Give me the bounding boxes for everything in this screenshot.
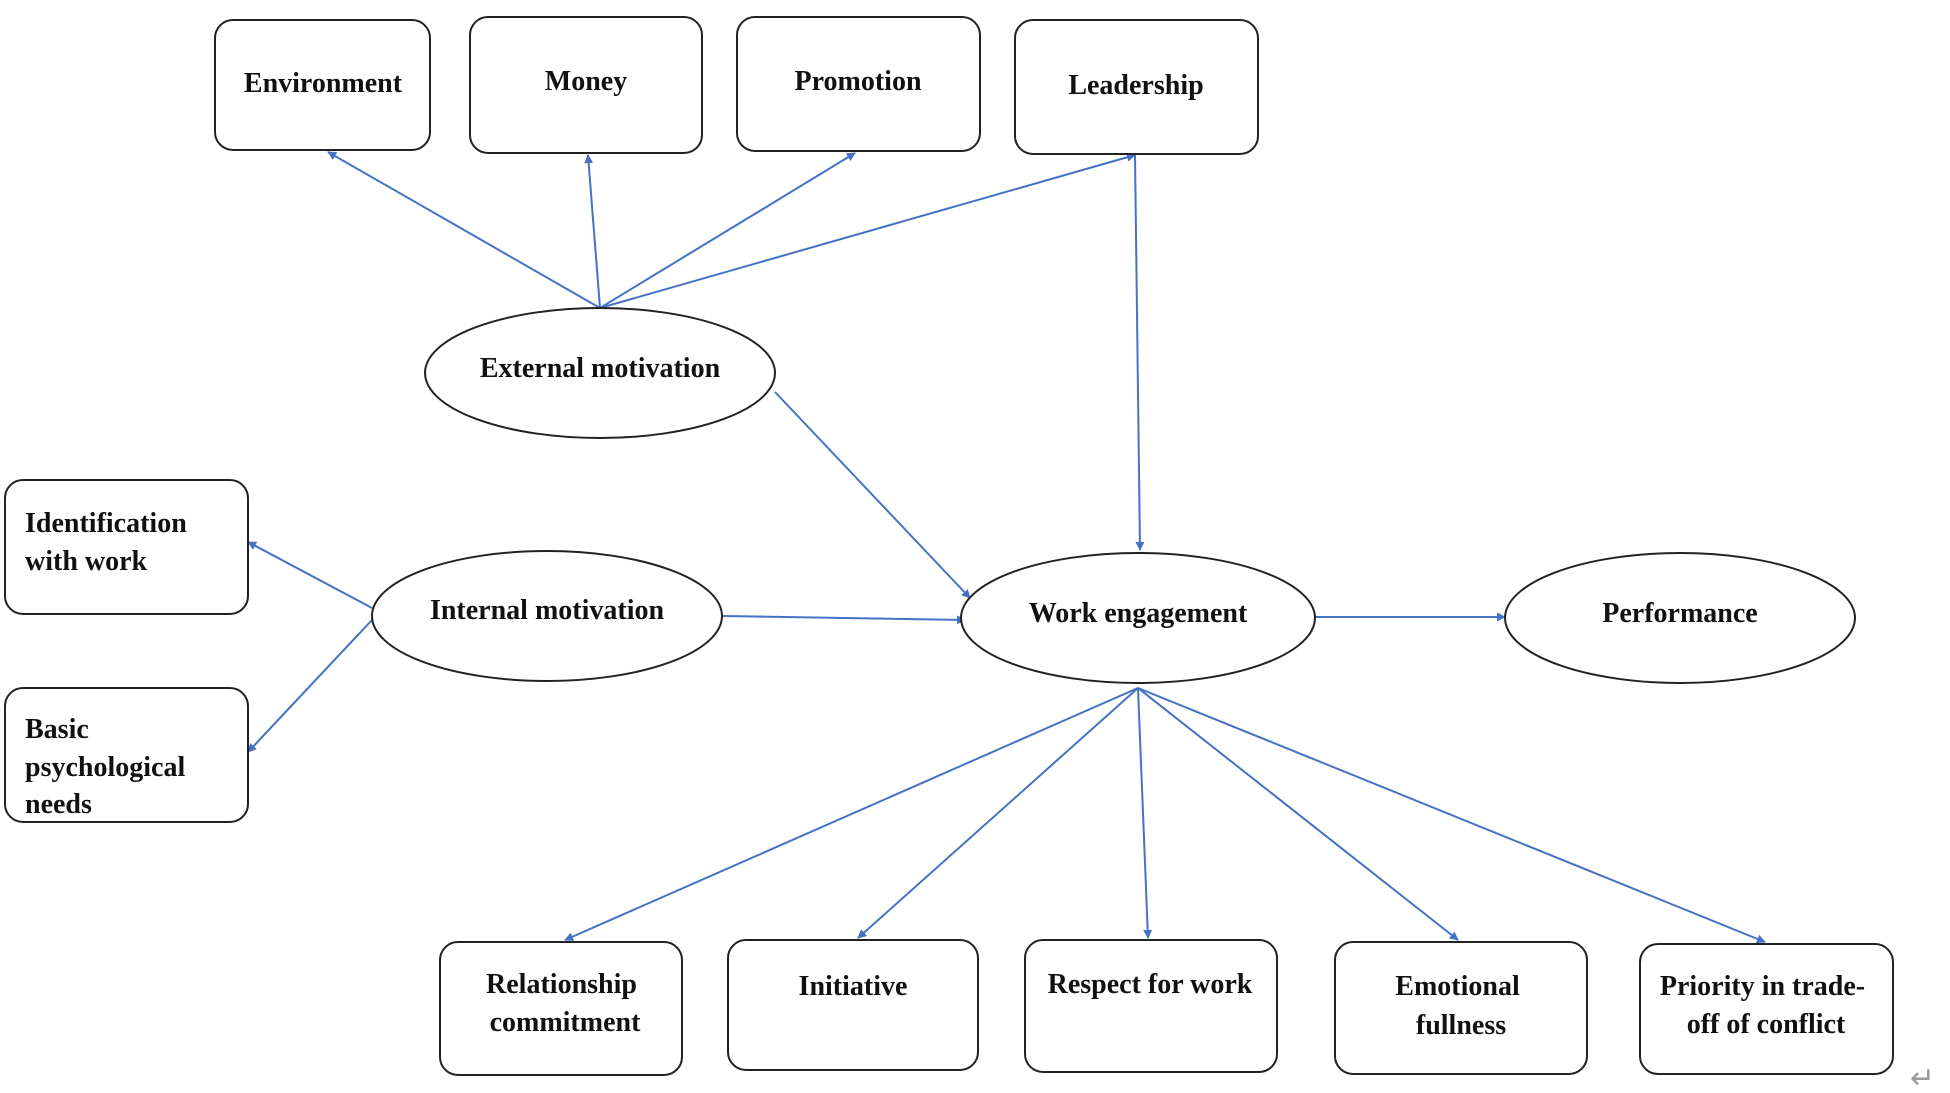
edge-internal-to-identification — [247, 541, 373, 609]
node-internal-motivation-label: Internal motivation — [430, 595, 665, 626]
node-emotional-fullness: Emotional fullness — [1334, 941, 1588, 1075]
node-work-engagement: Work engagement — [960, 552, 1316, 684]
edge-work-engagement-to-respect — [1137, 687, 1153, 939]
node-relationship-commitment: Relationship commitment — [439, 941, 683, 1076]
node-relationship-label: Relationship commitment — [486, 969, 644, 1038]
edges — [247, 151, 1766, 944]
edge-work-engagement-to-emotional — [1137, 687, 1459, 941]
node-internal-motivation: Internal motivation — [371, 550, 723, 682]
node-money: Money — [469, 16, 703, 154]
node-identification-label: Identification with work — [25, 508, 194, 577]
node-promotion: Promotion — [736, 16, 981, 152]
node-environment-label: Environment — [244, 68, 403, 99]
node-respect-for-work: Respect for work — [1024, 939, 1278, 1073]
node-priority-in-trade-off: Priority in trade- off of conflict — [1639, 943, 1894, 1075]
return-mark-icon: ↵ — [1910, 1061, 1935, 1093]
edge-external-to-money — [584, 154, 601, 309]
edge-external-to-leadership — [599, 152, 1136, 309]
edge-external-to-promotion — [599, 152, 856, 309]
edge-internal-to-basic-needs — [247, 619, 373, 753]
node-initiative: Initiative — [727, 939, 979, 1071]
node-basic-psychological-needs: Basic psychological needs — [4, 687, 249, 823]
node-work-engagement-label: Work engagement — [1029, 598, 1248, 629]
node-environment: Environment — [214, 19, 431, 151]
node-priority-label: Priority in trade- off of conflict — [1660, 971, 1872, 1040]
edge-work-engagement-to-initiative — [857, 687, 1139, 939]
node-money-label: Money — [545, 66, 627, 97]
node-respect-label: Respect for work — [1048, 969, 1253, 1000]
edge-external-to-work-engagement — [774, 391, 971, 599]
node-emotional-label: Emotional fullness — [1395, 971, 1526, 1041]
node-basic-needs-label: Basic psychological needs — [25, 714, 192, 820]
edge-internal-to-work-engagement — [721, 615, 966, 625]
node-identification-with-work: Identification with work — [4, 479, 249, 615]
node-performance: Performance — [1504, 552, 1856, 684]
node-external-motivation-label: External motivation — [480, 353, 721, 384]
node-leadership-label: Leadership — [1068, 70, 1203, 101]
edge-work-engagement-to-priority — [1137, 687, 1766, 944]
node-external-motivation: External motivation — [424, 307, 776, 439]
edge-leadership-to-work-engagement — [1134, 154, 1145, 551]
edge-work-engagement-to-relationship — [564, 687, 1139, 941]
node-promotion-label: Promotion — [794, 66, 921, 97]
node-performance-label: Performance — [1602, 598, 1757, 629]
edge-external-to-environment — [327, 151, 601, 309]
node-leadership: Leadership — [1014, 19, 1259, 155]
node-initiative-label: Initiative — [799, 971, 908, 1002]
